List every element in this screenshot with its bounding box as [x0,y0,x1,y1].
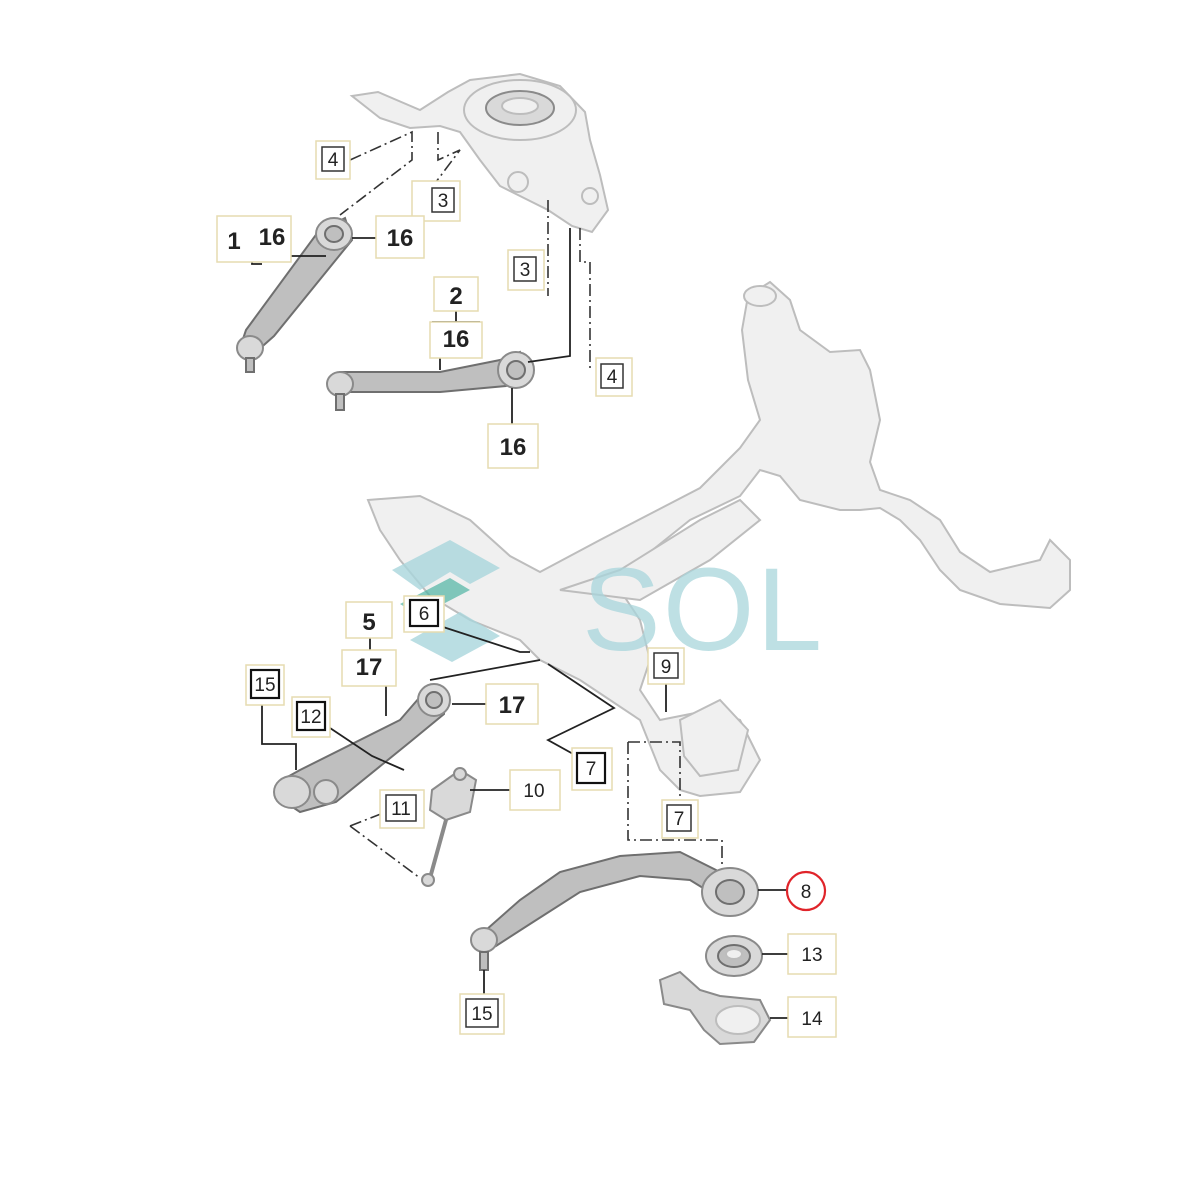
brand-name: SOL [582,544,824,676]
callout-5-group: 5 17 [341,601,397,687]
callout-3-lower: 3 [507,249,545,291]
callout-4-lower: 4 [595,357,633,397]
svg-text:8: 8 [801,882,812,903]
svg-text:15: 15 [471,1004,492,1025]
upper-control-arm-2 [326,350,535,411]
callout-13: 13 [787,933,837,975]
subframe [366,280,1071,798]
svg-text:17: 17 [499,692,526,719]
callout-7-mid: 7 [571,747,613,791]
bushing-13 [705,935,763,977]
upper-knuckle-mount [349,72,610,234]
callout-1-group: 1 16 [216,215,292,263]
svg-text:6: 6 [419,604,430,625]
callout-3-upper: 3 [411,180,461,222]
callout-16-arm1: 16 [375,215,425,259]
callout-8-highlighted: 8 [785,870,827,912]
callout-17-right: 17 [485,683,539,725]
svg-text:1: 1 [227,228,240,255]
callout-7-low: 7 [661,799,699,839]
svg-text:12: 12 [300,707,321,728]
callout-14: 14 [787,996,837,1038]
svg-text:7: 7 [586,759,597,780]
svg-text:16: 16 [387,225,414,252]
svg-text:4: 4 [607,367,618,388]
svg-text:4: 4 [328,150,339,171]
callout-9: 9 [647,647,685,685]
svg-text:10: 10 [523,781,544,802]
svg-text:2: 2 [449,283,462,310]
svg-text:14: 14 [801,1009,823,1030]
callout-6: 6 [403,595,445,633]
callout-10: 10 [509,769,561,811]
svg-text:3: 3 [520,260,531,281]
callout-15-upper: 15 [245,664,285,706]
svg-text:16: 16 [500,434,527,461]
svg-text:16: 16 [259,224,286,251]
svg-text:11: 11 [391,799,411,820]
callout-16-arm2: 16 [487,423,539,469]
svg-text:3: 3 [438,191,449,212]
svg-text:17: 17 [356,654,383,681]
callout-12: 12 [291,696,331,738]
leader-lines [251,130,790,1019]
svg-text:16: 16 [443,326,470,353]
callout-2-group: 2 16 [429,276,483,359]
callout-15-lower: 15 [459,993,505,1035]
callout-4-upper: 4 [315,140,351,180]
svg-text:13: 13 [801,945,822,966]
height-sensor [421,767,478,887]
lower-control-arm-8 [470,850,759,971]
svg-text:15: 15 [254,675,275,696]
upper-control-arm-1 [236,216,354,373]
svg-text:5: 5 [362,609,375,636]
svg-text:9: 9 [661,657,672,678]
brand-logo-icon [392,540,500,590]
svg-text:7: 7 [674,809,685,830]
callout-11: 11 [379,789,425,829]
bracket-14 [658,970,772,1046]
